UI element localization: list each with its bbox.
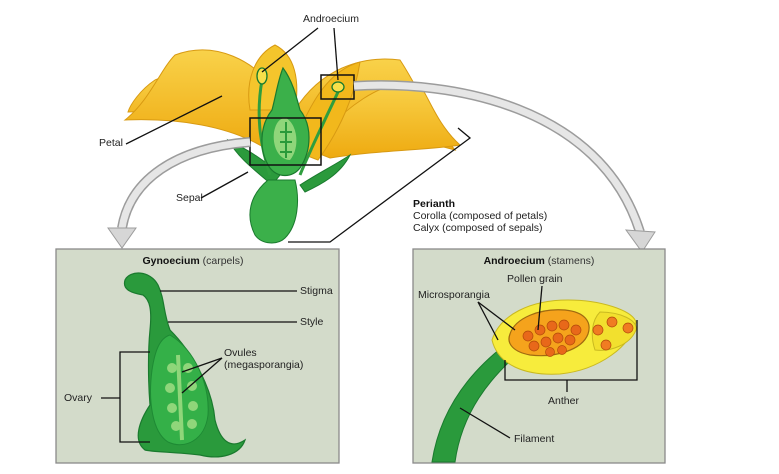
ovules-leader-1 bbox=[181, 357, 223, 373]
anther-label: Anther bbox=[548, 395, 579, 407]
pollen-grain-label: Pollen grain bbox=[507, 273, 563, 285]
petal-label: Petal bbox=[99, 137, 123, 149]
flower-stem bbox=[249, 179, 299, 244]
gynoecium-ovule-dots bbox=[165, 363, 198, 431]
gynoecium-panel: Gynoecium (carpels) Stigma Style Ovules … bbox=[55, 248, 340, 464]
arrow-to-gynoecium bbox=[107, 137, 251, 249]
ovules-leader-2 bbox=[181, 357, 223, 394]
ovary-label: Ovary bbox=[64, 392, 93, 404]
androecium-pollen-grains bbox=[522, 319, 582, 357]
flower-filament-left bbox=[257, 79, 272, 176]
perianth-bracket bbox=[288, 127, 472, 243]
anther-bracket bbox=[504, 320, 638, 381]
flower-filament-right bbox=[298, 91, 340, 176]
flower-ovules bbox=[280, 122, 292, 158]
sepal-label: Sepal bbox=[176, 192, 203, 204]
androecium-loose-pollen bbox=[592, 316, 634, 351]
gynoecium-panel-title: Gynoecium (carpels) bbox=[143, 255, 244, 267]
androecium-leader-left bbox=[261, 27, 319, 73]
gynoecium-ovule-stalk bbox=[176, 354, 184, 441]
androecium-title-bold: Androecium bbox=[484, 255, 545, 267]
flower-anther-right bbox=[331, 81, 345, 93]
androecium-leader-right bbox=[333, 27, 339, 81]
sepal-right bbox=[299, 153, 352, 193]
filament-label: Filament bbox=[514, 433, 554, 445]
microsporangia-leader-2 bbox=[477, 301, 499, 341]
ovules-label-line1: Ovules bbox=[224, 347, 257, 359]
gynoecium-title-rest: (carpels) bbox=[200, 255, 244, 267]
petal-leader bbox=[125, 95, 223, 145]
style-label: Style bbox=[300, 316, 324, 328]
androecium-panel: Androecium (stamens) Pollen grain Micros… bbox=[412, 248, 666, 464]
microsporangia-label: Microsporangia bbox=[418, 289, 490, 301]
sepal-leader bbox=[200, 171, 249, 199]
gynoecium-highlight-box bbox=[249, 117, 322, 166]
ovary-bracket bbox=[119, 351, 150, 443]
petal-right bbox=[309, 82, 462, 159]
arrow-to-androecium bbox=[353, 80, 656, 253]
pollen-grain-leader bbox=[537, 285, 543, 331]
androecium-top-label: Androecium bbox=[303, 13, 359, 25]
flower-anther-left bbox=[256, 67, 268, 85]
flower-illustration bbox=[123, 44, 462, 244]
perianth-corolla: Corolla (composed of petals) bbox=[413, 210, 547, 222]
microsporangia-leader-1 bbox=[477, 301, 516, 331]
perianth-title: Perianth bbox=[413, 198, 455, 210]
perianth-calyx: Calyx (composed of sepals) bbox=[413, 222, 543, 234]
gynoecium-title-bold: Gynoecium bbox=[143, 255, 200, 267]
stigma-label: Stigma bbox=[300, 285, 333, 297]
filament-leader bbox=[459, 407, 511, 439]
ovules-label-line2: (megasporangia) bbox=[224, 359, 303, 371]
androecium-panel-title: Androecium (stamens) bbox=[484, 255, 595, 267]
androecium-title-rest: (stamens) bbox=[545, 255, 595, 267]
